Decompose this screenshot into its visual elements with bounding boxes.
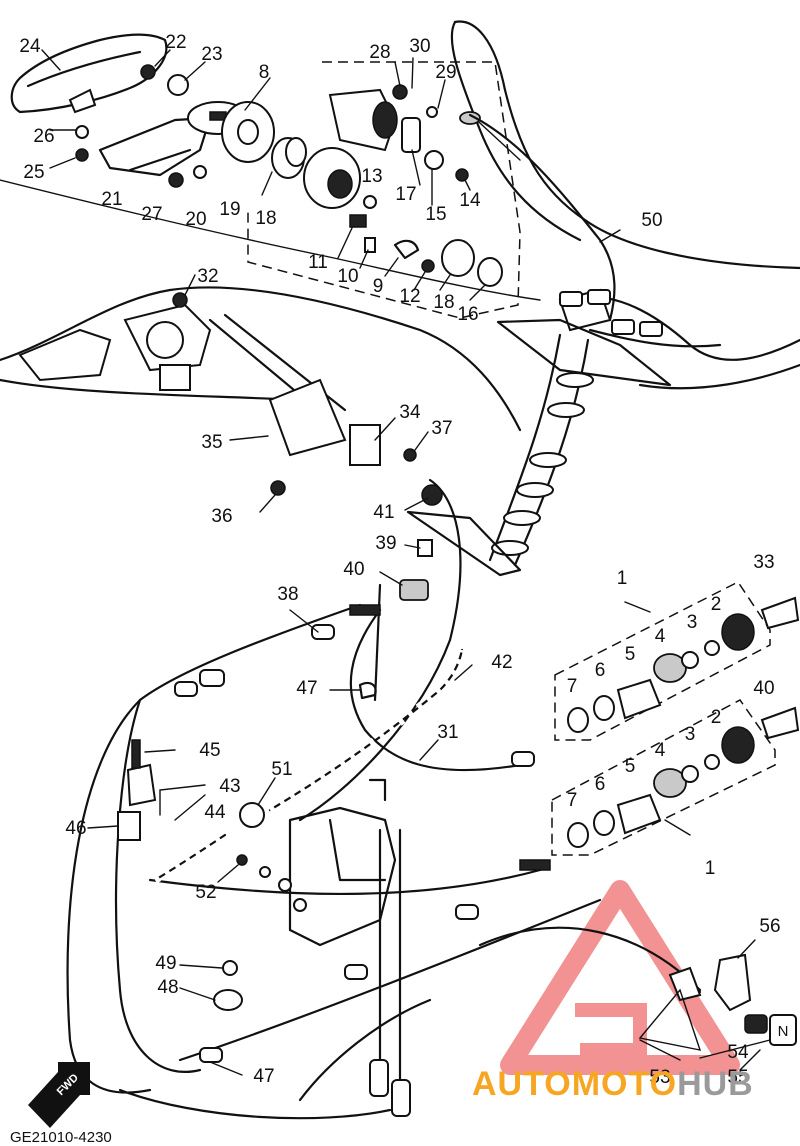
callout-41: 41	[373, 502, 394, 523]
callout-18: 18	[255, 208, 276, 229]
callout-47: 47	[296, 678, 317, 699]
callout-36: 36	[211, 506, 232, 527]
callout-46: 46	[65, 818, 86, 839]
callout-34: 34	[399, 402, 421, 423]
callout-44: 44	[204, 802, 226, 823]
callout-14: 14	[459, 190, 481, 211]
throttle-grip	[10, 33, 212, 177]
callout-6: 6	[595, 774, 606, 795]
callout-25: 25	[23, 162, 44, 183]
kit-parts-lower	[567, 706, 800, 848]
callout-3: 3	[687, 612, 698, 633]
callout-12: 12	[399, 286, 420, 307]
callout-7: 7	[567, 790, 578, 811]
diagram-code: GE21010-4230	[10, 1129, 112, 1146]
callout-35: 35	[201, 432, 222, 453]
protective-sleeves	[152, 648, 702, 994]
watermark-text: AUTOMOTOHUB	[472, 1065, 754, 1103]
callout-3: 3	[685, 724, 696, 745]
throttle-body	[259, 778, 397, 947]
callout-19: 19	[219, 199, 240, 220]
callout-10: 10	[337, 266, 358, 287]
callout-17: 17	[395, 184, 416, 205]
callout-11: 11	[308, 252, 328, 273]
callout-7: 7	[567, 676, 578, 697]
handle-switch-housing	[0, 286, 522, 496]
callout-22: 22	[165, 32, 186, 53]
callout-1: 1	[617, 568, 628, 589]
handlebar	[450, 20, 800, 390]
kit-box-lower	[551, 699, 776, 856]
callout-40: 40	[343, 559, 364, 580]
callout-23: 23	[201, 44, 222, 65]
callout-56: 56	[759, 916, 780, 937]
callout-42: 42	[491, 652, 512, 673]
group-8-outline	[247, 61, 521, 319]
callout-45: 45	[199, 740, 220, 761]
watermark-text-part1: AUTOMOTO	[472, 1065, 677, 1103]
callout-50: 50	[641, 210, 662, 231]
callout-4: 4	[655, 626, 666, 647]
callout-8: 8	[259, 62, 270, 83]
callout-9: 9	[373, 276, 384, 297]
callout-2: 2	[711, 594, 722, 615]
callout-43: 43	[219, 776, 240, 797]
leader-lines	[41, 49, 771, 1076]
callout-40: 40	[753, 678, 774, 699]
callout-18: 18	[433, 292, 454, 313]
callout-47: 47	[253, 1066, 274, 1087]
switch-assembly	[187, 84, 521, 287]
callout-53: 53	[649, 1067, 670, 1088]
callout-2: 2	[711, 707, 722, 728]
callout-37: 37	[431, 418, 452, 439]
callout-24: 24	[19, 36, 41, 57]
callout-5: 5	[625, 644, 636, 665]
svg-text:N: N	[778, 1023, 789, 1040]
callout-29: 29	[435, 62, 456, 83]
cable-fittings	[174, 484, 551, 1117]
watermark-logo	[500, 880, 740, 1075]
callout-27: 27	[141, 204, 162, 225]
steering-column	[406, 333, 594, 577]
callout-5: 5	[625, 756, 636, 777]
callout-33: 33	[753, 552, 774, 573]
callout-1: 1	[705, 858, 716, 879]
watermark-text-part2: HUB	[677, 1065, 754, 1103]
callout-20: 20	[185, 209, 206, 230]
clamps: N	[117, 739, 797, 1046]
callout-13: 13	[361, 166, 382, 187]
callout-4: 4	[655, 740, 666, 761]
callout-38: 38	[277, 584, 298, 605]
callout-28: 28	[369, 42, 390, 63]
callout-51: 51	[271, 759, 292, 780]
callout-32: 32	[197, 266, 218, 287]
callout-48: 48	[157, 977, 178, 998]
callout-39: 39	[375, 533, 396, 554]
callout-26: 26	[33, 126, 54, 147]
callout-49: 49	[155, 953, 176, 974]
callout-16: 16	[457, 304, 478, 325]
callout-54: 54	[727, 1042, 749, 1063]
callout-6: 6	[595, 660, 606, 681]
callout-31: 31	[437, 722, 458, 743]
kit-parts-upper	[567, 596, 800, 733]
callout-21: 21	[101, 189, 122, 210]
kit-box-upper	[554, 581, 771, 741]
callout-52: 52	[195, 882, 216, 903]
callout-15: 15	[425, 204, 446, 225]
fwd-direction-arrow	[28, 1062, 90, 1128]
callout-30: 30	[409, 36, 430, 57]
callout-55: 55	[727, 1067, 748, 1088]
